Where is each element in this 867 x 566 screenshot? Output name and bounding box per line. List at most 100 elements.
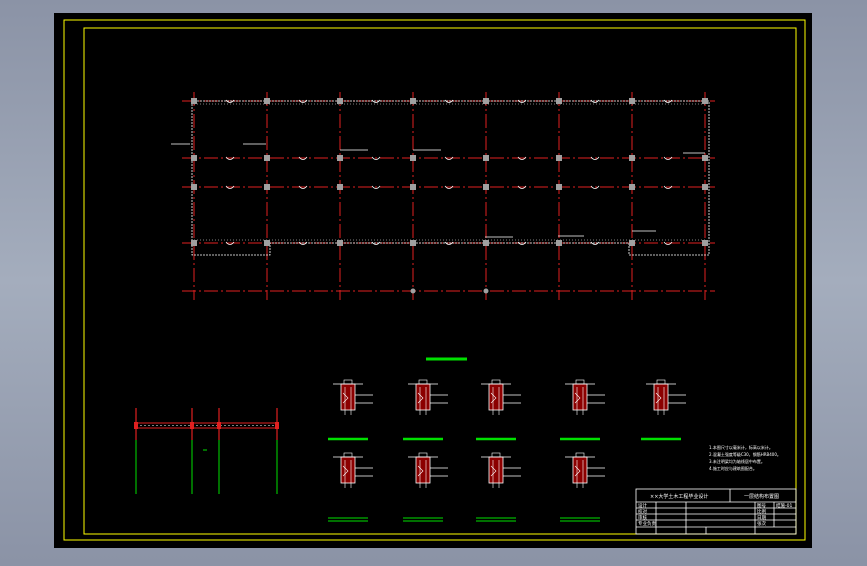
slab-mark-0-2 xyxy=(371,99,381,103)
slab-mark-1-4 xyxy=(517,156,527,160)
column-4-3 xyxy=(483,240,489,246)
drawing-title: 一层结构布置图 xyxy=(744,493,779,500)
slab-mark-3-3 xyxy=(444,241,454,245)
axis-dot-1 xyxy=(483,288,489,294)
slab-mark-0-3 xyxy=(444,99,454,103)
detail-hook-r2-1 xyxy=(417,465,424,477)
inner-frame xyxy=(83,27,797,535)
tb-label-check: 校对 xyxy=(638,508,647,515)
frame-elevation xyxy=(134,408,279,494)
section-detail-r1-2 xyxy=(481,379,521,415)
note-line-3: 3.未注明梁均为轴线居中布置。 xyxy=(709,458,765,464)
column-3-1 xyxy=(410,155,416,161)
slab-mark-2-5 xyxy=(590,185,600,189)
column-2-0 xyxy=(337,98,343,104)
column-0-3 xyxy=(191,240,197,246)
column-5-3 xyxy=(556,240,562,246)
slab-mark-2-2 xyxy=(371,185,381,189)
slab-mark-0-4 xyxy=(517,99,527,103)
column-5-1 xyxy=(556,155,562,161)
column-7-1 xyxy=(702,155,708,161)
column-1-2 xyxy=(264,184,270,190)
column-7-3 xyxy=(702,240,708,246)
column-6-3 xyxy=(629,240,635,246)
column-3-3 xyxy=(410,240,416,246)
detail-column-r1-1 xyxy=(415,383,431,411)
slab-mark-2-4 xyxy=(517,185,527,189)
outer-frame xyxy=(63,19,806,541)
slab-mark-0-1 xyxy=(298,99,308,103)
slab-mark-0-6 xyxy=(663,99,673,103)
column-4-0 xyxy=(483,98,489,104)
column-0-0 xyxy=(191,98,197,104)
section-detail-r1-3 xyxy=(565,379,605,415)
floor-plan xyxy=(171,92,715,300)
detail-hook-r1-2 xyxy=(490,392,497,404)
section-detail-r1-1 xyxy=(408,379,448,415)
general-notes: 1.本图尺寸以毫米计，标高以米计。 2.混凝土强度等级C30，钢筋HRB400。… xyxy=(709,444,781,471)
column-4-2 xyxy=(483,184,489,190)
project-title: ××大学土木工程毕业设计 xyxy=(650,493,708,500)
slab-mark-1-1 xyxy=(298,156,308,160)
column-7-0 xyxy=(702,98,708,104)
note-line-2: 2.混凝土强度等级C30，钢筋HRB400。 xyxy=(709,451,781,457)
column-1-3 xyxy=(264,240,270,246)
detail-column-r2-0 xyxy=(340,456,356,484)
column-0-1 xyxy=(191,155,197,161)
tb-label-review: 审核 xyxy=(638,514,647,521)
column-4-1 xyxy=(483,155,489,161)
detail-column-r2-3 xyxy=(572,456,588,484)
tb-label-lead: 专业负责 xyxy=(638,520,656,527)
column-2-3 xyxy=(337,240,343,246)
detail-column-r1-0 xyxy=(340,383,356,411)
slab-mark-0-5 xyxy=(590,99,600,103)
slab-mark-0-0 xyxy=(225,99,235,103)
slab-mark-2-0 xyxy=(225,185,235,189)
column-6-0 xyxy=(629,98,635,104)
column-2-1 xyxy=(337,155,343,161)
detail-hook-r1-1 xyxy=(417,392,424,404)
note-line-4: 4.施工时应与建筑图配合。 xyxy=(709,465,757,471)
slab-mark-3-0 xyxy=(225,241,235,245)
slab-mark-1-2 xyxy=(371,156,381,160)
detail-column-r1-2 xyxy=(488,383,504,411)
detail-column-r1-4 xyxy=(653,383,669,411)
section-detail-r2-2 xyxy=(481,452,521,488)
tb-label-sheet: 张次 xyxy=(757,520,766,527)
detail-hook-r2-3 xyxy=(574,465,581,477)
elevation-joint-0 xyxy=(134,422,138,429)
slab-mark-3-1 xyxy=(298,241,308,245)
section-detail-r1-4 xyxy=(646,379,686,415)
detail-column-r2-2 xyxy=(488,456,504,484)
elevation-joint-1 xyxy=(190,422,194,429)
column-5-0 xyxy=(556,98,562,104)
detail-column-r2-1 xyxy=(415,456,431,484)
tb-label-scale: 比例 xyxy=(757,508,766,515)
slab-mark-3-5 xyxy=(590,241,600,245)
title-block xyxy=(635,488,797,535)
section-detail-r2-3 xyxy=(565,452,605,488)
column-3-2 xyxy=(410,184,416,190)
slab-mark-2-1 xyxy=(298,185,308,189)
column-1-1 xyxy=(264,155,270,161)
detail-hook-r1-4 xyxy=(655,392,662,404)
detail-hook-r1-0 xyxy=(342,392,349,404)
column-0-2 xyxy=(191,184,197,190)
column-2-2 xyxy=(337,184,343,190)
section-details xyxy=(328,379,686,522)
elevation-joint-2 xyxy=(217,422,221,429)
detail-hook-r1-3 xyxy=(574,392,581,404)
column-6-2 xyxy=(629,184,635,190)
section-detail-r1-0 xyxy=(333,379,373,415)
slab-mark-1-6 xyxy=(663,156,673,160)
axis-dot-0 xyxy=(410,288,416,294)
column-7-2 xyxy=(702,184,708,190)
slab-mark-2-3 xyxy=(444,185,454,189)
tb-label-design: 设计 xyxy=(638,502,647,509)
tb-label-date: 日期 xyxy=(757,515,766,521)
tb-value-drawing-no: 结施-01 xyxy=(776,502,792,509)
slab-mark-1-0 xyxy=(225,156,235,160)
column-5-2 xyxy=(556,184,562,190)
